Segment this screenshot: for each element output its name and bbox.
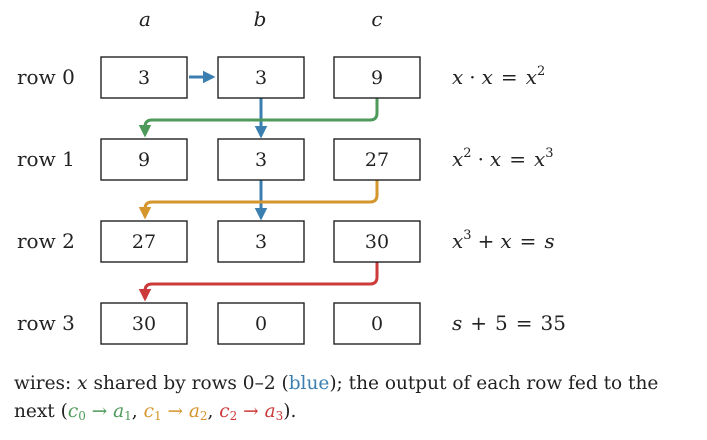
cell-row1-a: 9 bbox=[100, 138, 188, 181]
column-header-a: a bbox=[139, 7, 151, 31]
row-label-1: row 1 bbox=[17, 147, 75, 171]
cell-row3-b: 0 bbox=[217, 302, 305, 345]
svg-text:3: 3 bbox=[255, 67, 267, 89]
svg-text:3: 3 bbox=[255, 149, 267, 171]
column-header-c: c bbox=[371, 7, 382, 31]
equation-row-3: s+5=35 bbox=[452, 311, 566, 335]
caption: wires: x shared by rows 0–2 (blue); the … bbox=[14, 373, 659, 423]
wire-orange-c1-a2 bbox=[138, 180, 379, 220]
wire-green-c0-a1 bbox=[138, 98, 379, 138]
row-label-2: row 2 bbox=[17, 229, 75, 253]
row-label-3: row 3 bbox=[17, 311, 75, 335]
svg-text:27: 27 bbox=[365, 149, 389, 171]
cell-row2-b: 3 bbox=[217, 220, 305, 263]
equation-row-1: x2·x=x3 bbox=[452, 146, 554, 171]
cell-row1-b: 3 bbox=[217, 138, 305, 181]
svg-text:3: 3 bbox=[138, 67, 150, 89]
svg-text:30: 30 bbox=[132, 313, 156, 335]
cell-row2-a: 27 bbox=[100, 220, 188, 263]
caption-red-wire: c2 → a3 bbox=[219, 401, 284, 423]
caption-blue-word: blue bbox=[288, 373, 330, 394]
wire-red-c2-a3 bbox=[138, 262, 379, 302]
cell-row1-c: 27 bbox=[333, 138, 421, 181]
svg-text:9: 9 bbox=[371, 67, 383, 89]
svg-text:0: 0 bbox=[371, 313, 383, 335]
caption-green-wire: c0 → a1 bbox=[67, 401, 132, 423]
cell-row0-c: 9 bbox=[333, 56, 421, 99]
cell-row0-a: 3 bbox=[100, 56, 188, 99]
svg-text:27: 27 bbox=[132, 231, 156, 253]
svg-text:0: 0 bbox=[255, 313, 267, 335]
svg-text:30: 30 bbox=[365, 231, 389, 253]
equation-row-0: x·x=x2 bbox=[452, 64, 545, 89]
svg-text:3: 3 bbox=[255, 231, 267, 253]
cell-row0-b: 3 bbox=[217, 56, 305, 99]
column-header-b: b bbox=[254, 7, 267, 31]
equation-row-2: x3+x=s bbox=[452, 228, 555, 253]
cell-row3-a: 30 bbox=[100, 302, 188, 345]
cell-row2-c: 30 bbox=[333, 220, 421, 263]
svg-text:9: 9 bbox=[138, 149, 150, 171]
cell-row3-c: 0 bbox=[333, 302, 421, 345]
caption-orange-wire: c1 → a2 bbox=[143, 401, 208, 423]
row-label-0: row 0 bbox=[17, 65, 75, 89]
